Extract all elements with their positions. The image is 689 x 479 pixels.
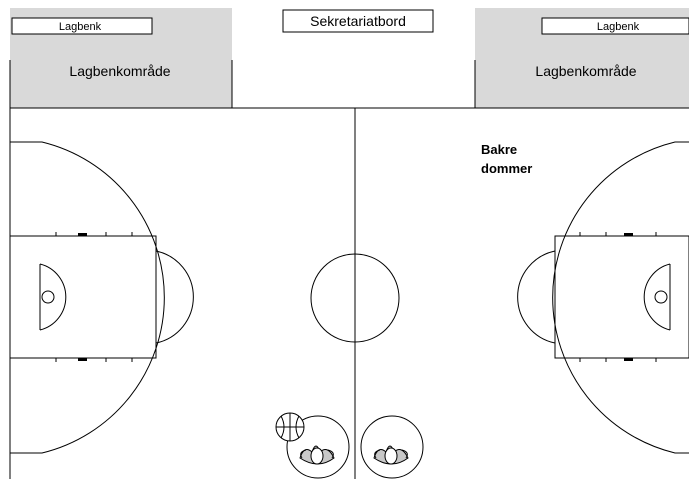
left-free-throw-circle	[155, 250, 194, 344]
left-bench-area-label: Lagbenkområde	[69, 63, 170, 79]
left-key	[9, 235, 157, 359]
player-icon	[360, 415, 424, 479]
right-bench-area: Lagbenk Lagbenkområde	[474, 8, 689, 108]
court-lines	[9, 107, 689, 479]
left-team-bench-label: Lagbenk	[59, 21, 102, 33]
right-three-point-line	[552, 141, 689, 454]
right-team-bench-label: Lagbenk	[597, 21, 640, 33]
right-bench-area-label: Lagbenkområde	[535, 63, 636, 79]
scorer-table-label: Sekretariatbord	[310, 13, 406, 29]
referee-label: Bakre dommer	[481, 142, 532, 176]
scorer-table: Sekretariatbord	[282, 9, 434, 33]
lane-block-marks	[78, 233, 633, 361]
left-team-bench	[11, 17, 153, 35]
left-bench-area: Lagbenk Lagbenkområde	[9, 8, 233, 108]
left-basket	[41, 290, 55, 304]
svg-text:dommer: dommer	[481, 161, 532, 176]
basketball-icon	[275, 412, 305, 442]
right-team-bench	[541, 17, 689, 35]
svg-text:Bakre: Bakre	[481, 142, 517, 157]
left-restricted-arc	[39, 263, 67, 331]
right-restricted-arc	[643, 263, 671, 331]
right-free-throw-circle	[517, 250, 556, 344]
left-three-point-line	[10, 141, 165, 454]
center-circle	[310, 253, 400, 343]
right-basket	[654, 290, 668, 304]
right-key	[554, 235, 689, 359]
